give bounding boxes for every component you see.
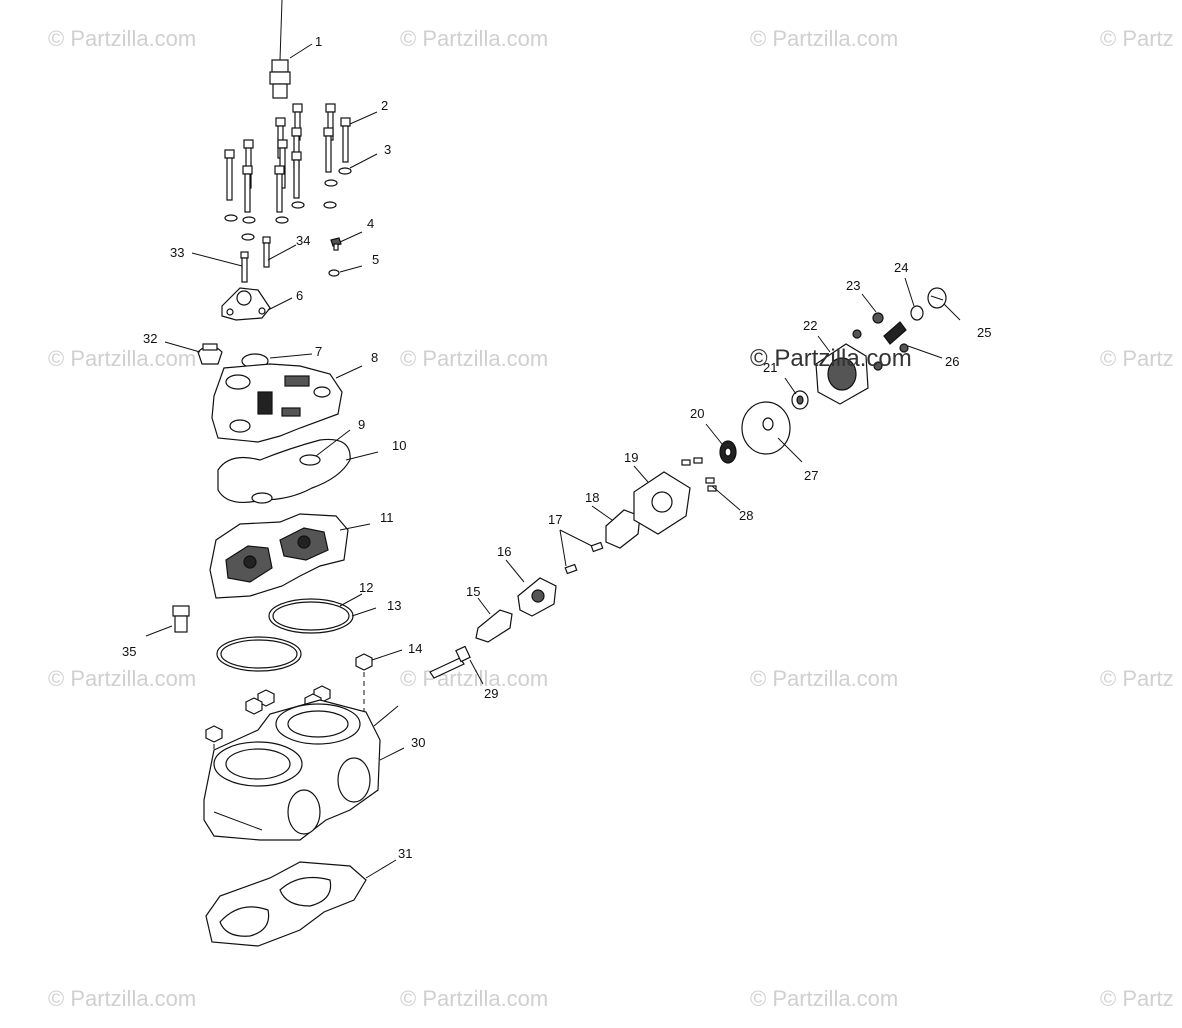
callout-6: 6 (296, 288, 303, 303)
callout-30: 30 (411, 735, 425, 750)
part-cylinder-block (203, 699, 381, 841)
callout-29: 29 (484, 686, 498, 701)
callout-34: 34 (296, 233, 310, 248)
overlay-watermark: © Partzilla.com (750, 345, 912, 372)
callout-23: 23 (846, 278, 860, 293)
part-thermostat-housing (221, 287, 271, 321)
callout-7: 7 (315, 344, 322, 359)
watermark: © Partzilla.com (48, 26, 196, 51)
callout-1: 1 (315, 34, 322, 49)
watermark: © Partzilla.com (48, 666, 196, 691)
part-head-gasket (217, 438, 351, 504)
callout-9: 9 (358, 417, 365, 432)
callout-3: 3 (384, 142, 391, 157)
watermark: © Partzilla.com (400, 346, 548, 371)
leader-lines (145, 43, 961, 879)
part-cylinder-nuts (205, 653, 399, 790)
watermark: © Partz (1100, 346, 1174, 371)
part-base-gasket (205, 861, 367, 947)
callout-numbers: 1 2 3 4 5 6 7 8 9 10 11 12 13 14 15 16 1… (122, 34, 991, 861)
part-thermostat (197, 343, 223, 365)
watermark: © Partz (1100, 26, 1174, 51)
watermark: © Partzilla.com (750, 986, 898, 1011)
callout-11: 11 (380, 510, 394, 525)
callout-10: 10 (392, 438, 406, 453)
callout-14: 14 (408, 641, 422, 656)
callout-22: 22 (803, 318, 817, 333)
part-cylinder-o-rings (216, 598, 354, 672)
callout-25: 25 (977, 325, 991, 340)
watermark: © Partzilla.com (400, 666, 548, 691)
watermark: © Partzilla.com (750, 26, 898, 51)
part-housing-bolts (240, 236, 271, 283)
part-head-cover (211, 363, 343, 443)
callout-21: 21 (763, 360, 777, 375)
part-small-bolt (328, 237, 342, 277)
callout-26: 26 (945, 354, 959, 369)
watermark-layer: © Partzilla.com © Partzilla.com © Partzi… (48, 26, 1174, 1011)
part-valve-assembly (429, 287, 947, 679)
callout-8: 8 (371, 350, 378, 365)
part-temperature-sender (269, 0, 291, 99)
callout-31: 31 (398, 846, 412, 861)
callout-15: 15 (466, 584, 480, 599)
callout-18: 18 (585, 490, 599, 505)
callout-13: 13 (387, 598, 401, 613)
callout-12: 12 (359, 580, 373, 595)
watermark: © Partzilla.com (750, 666, 898, 691)
part-fitting (172, 605, 190, 633)
watermark: © Partzilla.com (48, 346, 196, 371)
part-cylinder-head (209, 513, 349, 599)
callout-24: 24 (894, 260, 908, 275)
callout-35: 35 (122, 644, 136, 659)
callout-5: 5 (372, 252, 379, 267)
callout-17: 17 (548, 512, 562, 527)
callout-19: 19 (624, 450, 638, 465)
callout-2: 2 (381, 98, 388, 113)
watermark: © Partzilla.com (48, 986, 196, 1011)
watermark: © Partzilla.com (400, 26, 548, 51)
watermark: © Partz (1100, 666, 1174, 691)
callout-20: 20 (690, 406, 704, 421)
part-head-bolts (224, 103, 352, 241)
callout-27: 27 (804, 468, 818, 483)
watermark: © Partzilla.com (400, 986, 548, 1011)
callout-32: 32 (143, 331, 157, 346)
callout-28: 28 (739, 508, 753, 523)
callout-4: 4 (367, 216, 374, 231)
callout-33: 33 (170, 245, 184, 260)
watermark: © Partz (1100, 986, 1174, 1011)
callout-16: 16 (497, 544, 511, 559)
